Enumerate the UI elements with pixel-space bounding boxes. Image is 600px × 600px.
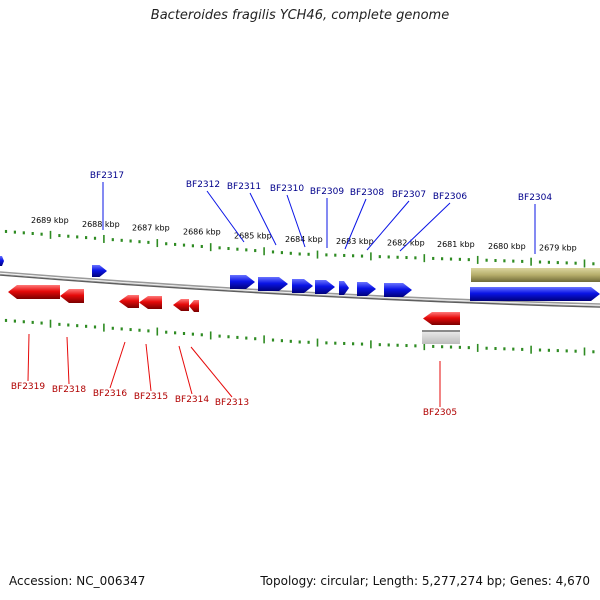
forward-gene-label: BF2311 [227,182,261,192]
forward-gene-label: BF2307 [392,190,426,200]
forward-gene-arrow [339,281,349,295]
scale-label: 2685 kbp [234,231,272,240]
forward-gene-arrow [230,275,255,289]
forward-gene-arrow [258,277,288,291]
reverse-gene-arrow [173,299,189,311]
reverse-gene-leader [178,345,193,395]
reverse-gene-arrow [189,300,199,312]
forward-gene-leader [366,200,410,251]
scale-label: 2681 kbp [437,240,475,249]
scale-label: 2683 kbp [336,237,374,246]
scale-label: 2680 kbp [488,242,526,251]
forward-gene-arrow [292,279,313,293]
forward-gene-arrow [470,287,600,301]
feature-band [471,268,600,282]
forward-gene-leader [249,192,277,246]
forward-gene-label: BF2312 [186,180,220,190]
reverse-gene-label: BF2316 [93,389,128,399]
forward-gene-arrow [357,282,376,296]
forward-gene-label: BF2317 [90,171,124,181]
reverse-gene-arrow [119,295,139,308]
reverse-gene-label: BF2314 [175,395,210,405]
reverse-gene-label: BF2313 [215,398,249,408]
forward-gene-leader [399,202,451,252]
forward-gene-arrow [0,256,4,266]
scale-label: 2679 kbp [539,244,577,253]
reverse-gene-label: BF2315 [134,392,168,402]
scale-label: 2682 kbp [387,239,425,248]
forward-gene-label: BF2310 [270,184,305,194]
scale-label: 2684 kbp [285,235,323,244]
reverse-gene-arrow [423,312,460,325]
reverse-gene-arrow [60,289,84,303]
reverse-gene-arrow [139,296,162,309]
reverse-gene-leader [27,333,30,382]
scale-label: 2688 kbp [82,220,120,229]
forward-gene-label: BF2306 [433,192,468,202]
forward-gene-arrow [315,280,335,294]
forward-gene-leader [206,190,245,243]
accession-text: Accession: NC_006347 [9,574,146,588]
forward-gene-label: BF2308 [350,188,385,198]
scale-label: 2687 kbp [132,224,170,233]
reverse-gene-leader [145,343,152,392]
reverse-gene-label: BF2318 [52,385,87,395]
genome-summary-text: Topology: circular; Length: 5,277,274 bp… [260,574,590,588]
backbone-line [0,274,600,308]
backbone-line [0,273,600,307]
forward-gene-leader [344,198,367,250]
reverse-gene-label: BF2305 [423,408,457,418]
scale-label: 2686 kbp [183,228,221,237]
forward-gene-arrow [92,265,107,277]
forward-gene-arrow [384,283,412,297]
reverse-gene-leader [66,336,70,385]
feature-band-gray [422,330,460,344]
reverse-gene-leader [190,346,233,398]
map-title: Bacteroides fragilis YCH46, complete gen… [150,8,450,23]
reverse-gene-arrow [8,285,60,299]
reverse-gene-label: BF2319 [11,382,46,392]
forward-gene-leader [286,194,306,248]
reverse-gene-leader [109,341,126,389]
forward-gene-label: BF2304 [518,193,553,203]
forward-gene-label: BF2309 [310,187,345,197]
scale-label: 2689 kbp [31,216,69,225]
